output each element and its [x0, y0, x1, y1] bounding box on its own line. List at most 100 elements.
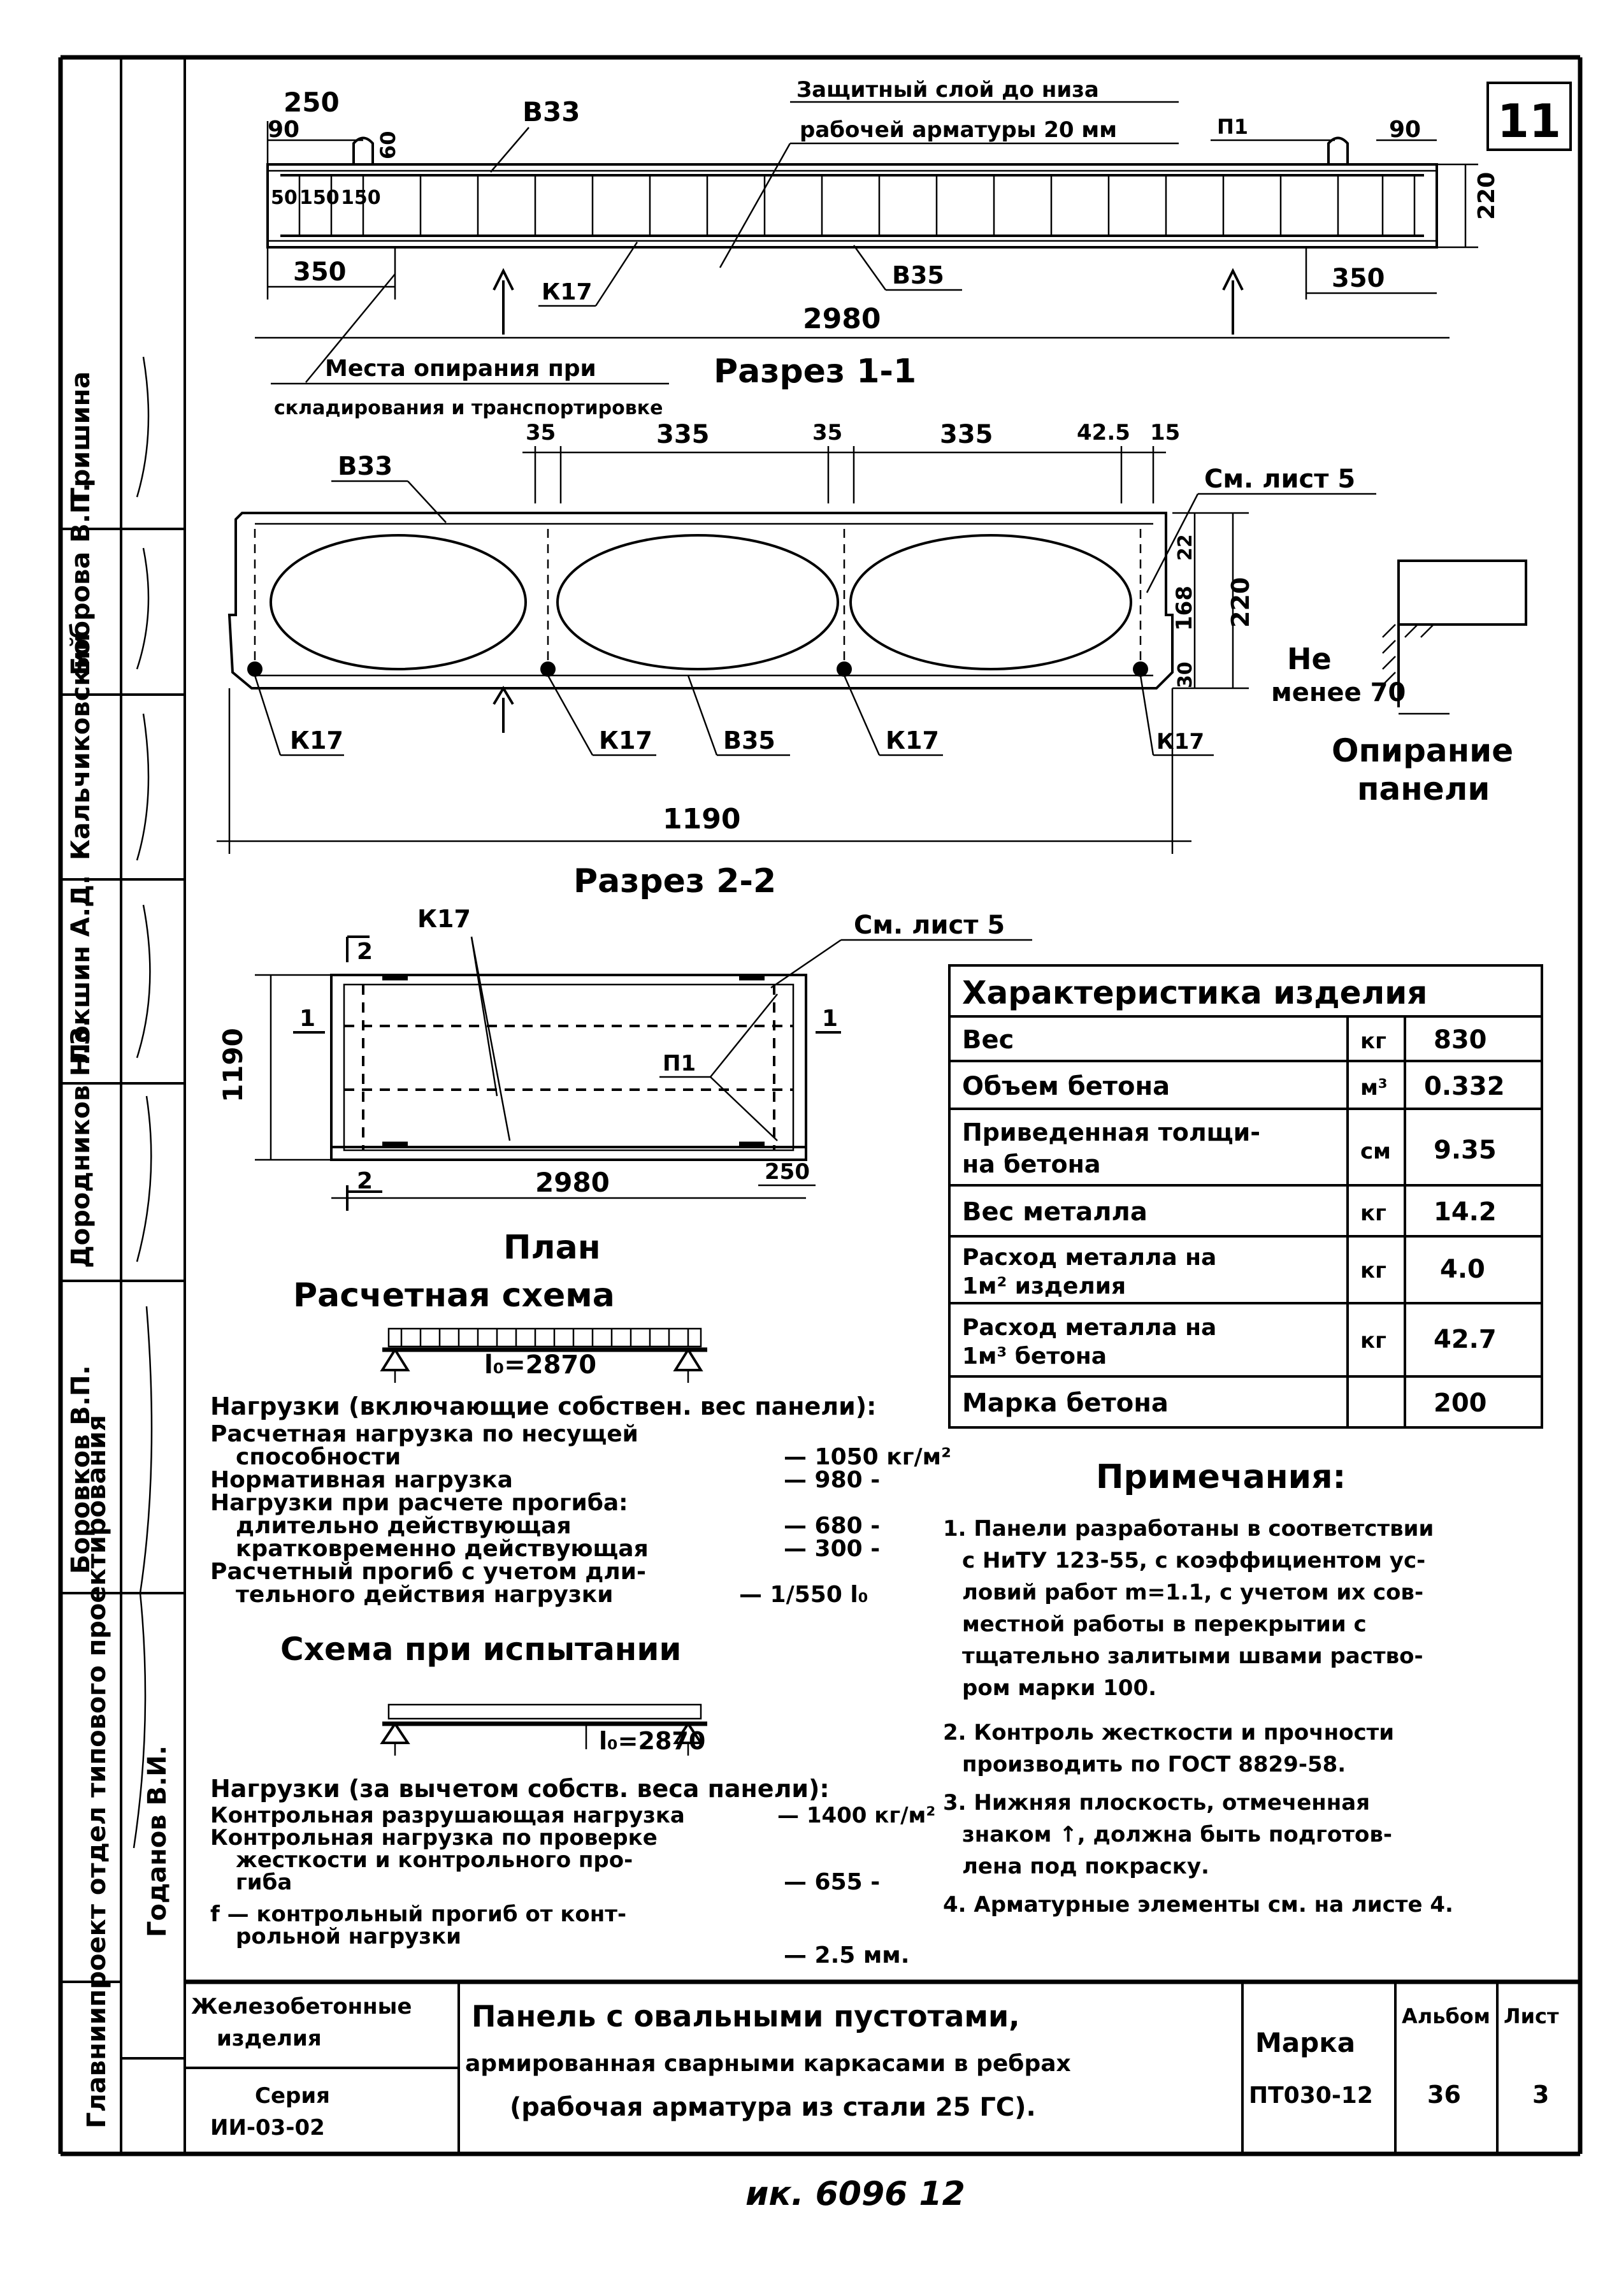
test-line-2b: жесткости и контрольного про-	[236, 1847, 633, 1873]
dim-35-b: 35	[812, 420, 842, 445]
design-line-6a: Расчетный прогиб с учетом дли-	[210, 1559, 646, 1585]
support-arrow-right	[1222, 268, 1244, 291]
dim-168: 168	[1172, 586, 1197, 631]
bottom-handwriting: ик. 6096 12	[745, 2175, 965, 2213]
title-block: Железобетонные изделия Серия ИИ-03-02 Па…	[185, 1979, 1580, 2154]
sheet-number-box: 11	[1486, 82, 1572, 151]
tb-marka: ПТ030-12	[1249, 2083, 1373, 2109]
row-6-name-2: 1м³ бетона	[962, 1343, 1107, 1369]
note-4: 4. Арматурные элементы см. на листе 4.	[943, 1892, 1453, 1917]
panel-cross-section	[227, 512, 1174, 690]
label-k17-elev: К17	[542, 279, 593, 305]
note-1-d: местной работы в перекрытии с	[962, 1612, 1367, 1637]
plan-dim-2980: 2980	[535, 1167, 610, 1198]
row-7-name: Марка бетона	[962, 1389, 1169, 1418]
plan-view: 2 2 1 1 К17 См. лист 5 П1 1190 2980 250 …	[217, 905, 1032, 1267]
plan-dim-1190: 1190	[217, 1028, 248, 1102]
lifting-loop-right	[1327, 136, 1349, 164]
test-value-2: — 655 -	[784, 1869, 880, 1895]
row-4-unit: кг	[1360, 1201, 1386, 1226]
dim-250: 250	[284, 87, 340, 118]
note-2-a: 2. Контроль жесткости и прочности	[943, 1720, 1394, 1745]
dim-335-b: 335	[940, 420, 993, 449]
dim-90-left: 90	[268, 117, 299, 143]
test-loads-title: Нагрузки (за вычетом собств. веса панели…	[210, 1775, 830, 1803]
row-2-unit: м³	[1360, 1075, 1388, 1101]
dim-350-right: 350	[1332, 264, 1385, 293]
row-6-name-1: Расход металла на	[962, 1315, 1216, 1341]
see-sheet-5-sec: См. лист 5	[1204, 465, 1355, 494]
label-k17-a: К17	[290, 726, 343, 755]
side-name-3: Дородников Н.З.	[66, 1018, 96, 1268]
note-1-a: 1. Панели разработаны в соответствии	[943, 1516, 1434, 1541]
tb-center-3: (рабочая арматура из стали 25 ГС).	[510, 2093, 1036, 2122]
note-3-a: 3. Нижняя плоскость, отмеченная	[943, 1790, 1370, 1816]
note-protective-layer-1: Защитный слой до низа	[796, 77, 1099, 103]
tb-center-1: Панель с овальными пустотами,	[471, 1999, 1020, 2033]
rebar-3	[837, 661, 852, 677]
plan-label-k17: К17	[417, 905, 471, 933]
design-value-2: — 980 -	[784, 1467, 880, 1493]
design-scheme-title: Расчетная схема	[293, 1276, 615, 1315]
design-line-3: Нагрузки при расчете прогиба:	[210, 1490, 628, 1516]
label-k17-b: К17	[599, 726, 652, 755]
dim-35-a: 35	[526, 420, 556, 445]
void-2	[556, 534, 839, 670]
row-5-name-1: Расход металла на	[962, 1245, 1216, 1271]
note-2-b: производить по ГОСТ 8829-58.	[962, 1752, 1346, 1777]
label-835-elev: В35	[892, 261, 944, 289]
signature-6	[136, 356, 150, 498]
dim-1190-sec: 1190	[663, 803, 740, 835]
dim-90-right: 90	[1389, 117, 1421, 143]
dim-60: 60	[376, 131, 400, 159]
test-value-3: — 2.5 мм.	[784, 1942, 909, 1968]
side-name-5: Кальчиковский	[66, 633, 96, 860]
label-835-sec: В35	[723, 726, 775, 755]
section-1-1: 250 90 60 50 150 150 В33 Защитный слой д…	[255, 77, 1500, 419]
row-6-unit: кг	[1360, 1328, 1386, 1354]
signature-2	[136, 1095, 152, 1262]
note-protective-layer-2: рабочей арматуры 20 мм	[800, 117, 1117, 143]
test-line-2a: Контрольная нагрузка по проверке	[210, 1825, 658, 1851]
tb-series-label: Серия	[255, 2083, 330, 2109]
label-k17-c: К17	[886, 726, 939, 755]
row-2-value: 0.332	[1424, 1072, 1505, 1101]
support-detail: Не менее 70 Опирание панели	[1271, 560, 1527, 807]
design-value-1: — 1050 кг/м²	[784, 1444, 951, 1470]
plan-section-mark-2-bot: 2	[357, 1168, 373, 1194]
test-line-3a: f — контрольный прогиб от конт-	[210, 1902, 626, 1927]
rebar-2	[540, 661, 556, 677]
row-1-name: Вес	[962, 1025, 1014, 1055]
sheet-number: 11	[1497, 94, 1561, 148]
plan-title: План	[503, 1229, 601, 1267]
signature-1	[133, 1306, 153, 1849]
dim-220-elev: 220	[1474, 172, 1500, 220]
label-833-sec: В33	[338, 452, 392, 481]
rebar-1	[247, 661, 263, 677]
void-1	[270, 534, 527, 670]
support-note-b: менее 70	[1271, 678, 1406, 707]
test-line-3b: рольной нагрузки	[236, 1924, 461, 1949]
dim-220-sec: 220	[1227, 577, 1255, 628]
test-scheme: Схема при испытании l₀=2870 Нагрузки (за…	[210, 1631, 935, 1968]
dim-150-a: 150	[299, 187, 340, 209]
tb-left-top-2: изделия	[217, 2026, 322, 2051]
row-3-unit: см	[1360, 1139, 1391, 1164]
test-value-1: — 1400 кг/м²	[777, 1803, 935, 1828]
design-line-4: длительно действующая	[236, 1513, 572, 1539]
row-5-unit: кг	[1360, 1258, 1386, 1283]
bottom-face-arrow	[493, 686, 514, 705]
row-4-value: 14.2	[1434, 1197, 1497, 1227]
design-line-5: кратковременно действующая	[236, 1536, 649, 1562]
support-title-1: Опирание	[1332, 732, 1513, 769]
design-span: l₀=2870	[484, 1350, 596, 1380]
rebar-4	[1133, 661, 1148, 677]
tb-center-2: армированная сварными каркасами в ребрах	[465, 2051, 1071, 2077]
characteristics-table: Характеристика изделия Вес кг 830 Объем …	[948, 964, 1543, 1429]
section-1-1-title: Разрез 1-1	[714, 352, 916, 391]
sheet-frame	[58, 55, 1583, 2156]
label-833-top: В33	[522, 96, 580, 127]
row-7-value: 200	[1434, 1389, 1487, 1418]
support-note-1: Места опирания при	[325, 356, 596, 382]
